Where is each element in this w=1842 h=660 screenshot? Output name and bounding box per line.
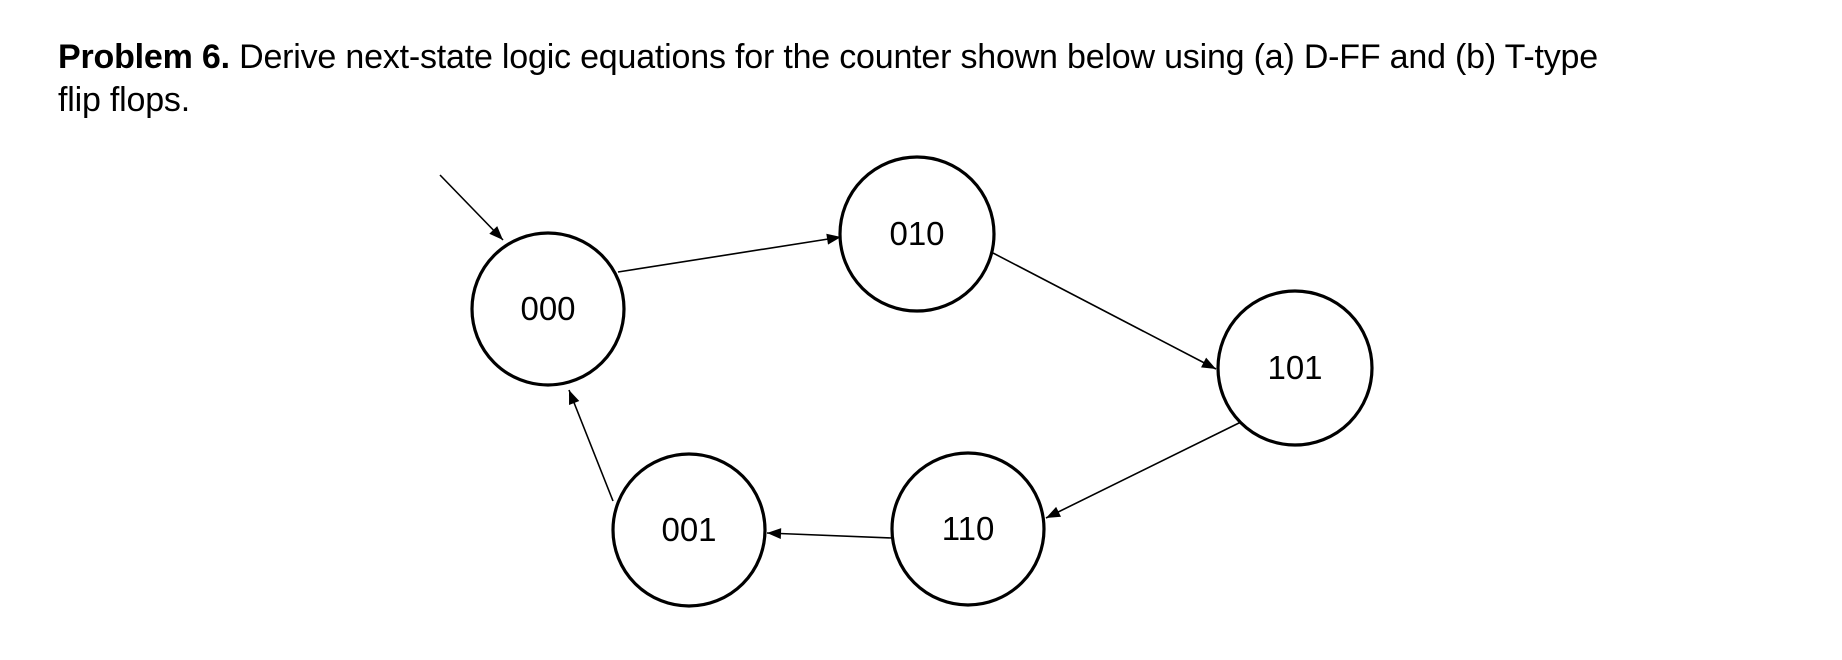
- transitions-layer: [439, 174, 1244, 540]
- problem-statement: Problem 6. Derive next-state logic equat…: [58, 36, 1598, 122]
- transition-start-to-000: [439, 174, 504, 241]
- transition-001-to-000: [568, 389, 614, 502]
- state-label-001: 001: [661, 511, 716, 548]
- problem-line-1: Problem 6. Derive next-state logic equat…: [58, 36, 1598, 79]
- transition-010-to-101: [992, 252, 1217, 370]
- states-layer: 000 010 101 110 001: [470, 155, 1374, 608]
- transition-101-to-110: [1045, 420, 1244, 519]
- transition-110-to-001: [766, 528, 893, 540]
- problem-line1-text: Derive next-state logic equations for th…: [229, 38, 1598, 76]
- problem-line-2: flip flops.: [58, 81, 190, 119]
- state-label-000: 000: [520, 290, 575, 327]
- state-node-001: [611, 452, 767, 608]
- transition-000-to-010: [617, 233, 842, 273]
- state-node-101: [1216, 289, 1374, 447]
- problem-number: Problem 6.: [58, 38, 230, 76]
- state-label-010: 010: [889, 215, 944, 252]
- state-node-110: [890, 451, 1046, 607]
- state-label-110: 110: [942, 510, 995, 547]
- state-node-000: [470, 231, 626, 387]
- state-label-101: 101: [1267, 349, 1322, 386]
- state-node-010: [838, 155, 996, 313]
